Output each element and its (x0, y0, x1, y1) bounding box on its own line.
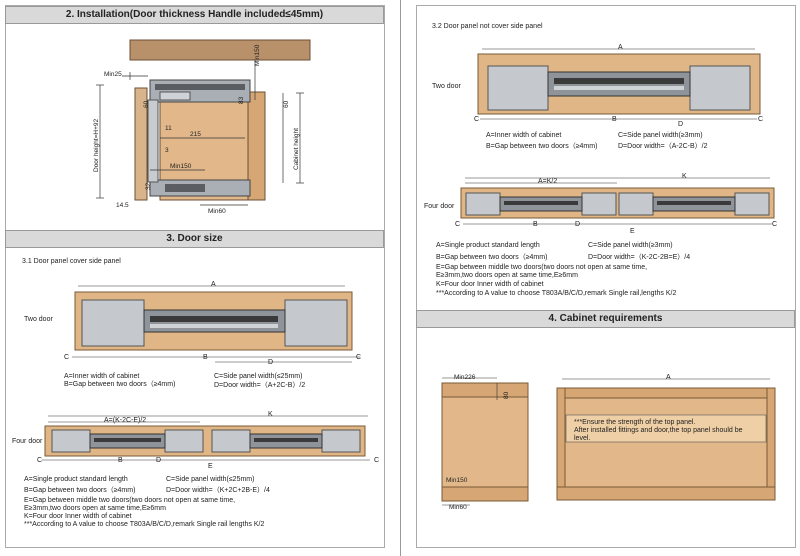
cabinet-min60: Min60 (449, 504, 467, 511)
not-cover-subtitle: 3.2 Door panel not cover side panel (432, 23, 543, 30)
two-door-notcover-d: D (678, 121, 684, 128)
four-door-cover-legend-1: C=Side panel width(≤25mm) (166, 476, 255, 483)
cabinet-min150: Min150 (446, 477, 468, 484)
four-door-cover-legend-4: E=Gap between middle two doors(two doors… (24, 497, 236, 504)
four-door-cover-dim-k: K (268, 411, 273, 418)
dim-14-5: 14.5 (116, 202, 129, 209)
two-door-notcover-legend-0: A=Inner width of cabinet (486, 132, 562, 139)
four-door-notcover-dim-a: A=K/2 (538, 178, 558, 185)
four-door-notcover-legend-7: ***According to A value to choose T803A/… (436, 290, 677, 297)
two-door-cover-legend-2: C=Side panel width(≤25mm) (214, 373, 303, 380)
cabinet-note-line1: ***Ensure the strength of the top panel. (574, 419, 696, 426)
four-door-notcover-e: E (630, 228, 635, 235)
cabinet-min226: Min226 (454, 374, 476, 381)
four-door-cover-e: E (208, 463, 213, 470)
four-door-cover-dim-a: A=(K-2C-E)/2 (104, 417, 147, 424)
two-door-notcover-c-right: C (758, 116, 764, 123)
installation-drawing (96, 39, 311, 206)
four-door-cover-b: B (118, 457, 123, 464)
four-door-notcover-legend-6: K=Four door Inner width of cabinet (436, 281, 544, 288)
cabinet-dim-a: A (666, 374, 671, 381)
four-door-cover-legend-3: D=Door width=（K+2C+2B-E）/4 (166, 487, 270, 494)
two-door-cover-legend-3: D=Door width=（A+2C-B）/2 (214, 382, 306, 389)
left-panel-frame (5, 5, 385, 548)
dim-min150-bottom: Min150 (170, 163, 192, 170)
two-door-notcover-label: Two door (432, 83, 461, 90)
four-door-cover-c-right: C (374, 457, 380, 464)
four-door-cover-legend-0: A=Single product standard length (24, 476, 128, 483)
four-door-notcover-c-left: C (455, 221, 461, 228)
four-door-notcover-label: Four door (424, 203, 455, 210)
four-door-notcover-legend-5: E≥3mm,two doors open at same time,E≥6mm (436, 272, 578, 279)
cabinet-header: 4. Cabinet requirements (416, 310, 795, 328)
two-door-cover-c-left: C (64, 354, 70, 361)
four-door-notcover-legend-0: A=Single product standard length (436, 242, 540, 249)
door-size-subtitle: 3.1 Door panel cover side panel (22, 258, 121, 265)
two-door-cover-drawing (72, 285, 360, 363)
four-door-cover-c-left: C (37, 457, 43, 464)
four-door-notcover-legend-2: B=Gap between two doors（≥4mm) (436, 254, 548, 261)
two-door-cover-legend-1: B=Gap between two doors（≥4mm) (64, 381, 176, 388)
cabinet-dim-80: 80 (503, 391, 510, 399)
four-door-cover-drawing (42, 415, 370, 461)
installation-header: 2. Installation(Door thickness Handle in… (5, 6, 384, 24)
dim-11: 11 (165, 125, 172, 132)
dim-min60: Min60 (208, 208, 226, 215)
two-door-cover-d: D (268, 359, 274, 366)
four-door-notcover-dim-k: K (682, 173, 687, 180)
two-door-cover-dim-a: A (211, 281, 216, 288)
cabinet-note-line3: level. (574, 435, 591, 442)
four-door-notcover-legend-3: D=Door width=（K-2C-2B=E）/4 (588, 254, 691, 261)
four-door-notcover-c-right: C (772, 221, 778, 228)
four-door-notcover-legend-1: C=Side panel width(≥3mm) (588, 242, 673, 249)
dim-215: 215 (190, 131, 201, 138)
two-door-notcover-c-left: C (474, 116, 480, 123)
door-size-header: 3. Door size (5, 230, 384, 248)
four-door-notcover-d: D (575, 221, 581, 228)
two-door-cover-b: B (203, 354, 208, 361)
four-door-cover-label: Four door (12, 438, 43, 445)
two-door-notcover-legend-3: D=Door width=（A-2C-B）/2 (618, 143, 708, 150)
dim-3: 3 (165, 147, 169, 154)
two-door-notcover-b: B (612, 116, 617, 123)
two-door-notcover-legend-1: C=Side panel width(≥3mm) (618, 132, 703, 139)
two-door-cover-c-right: C (356, 354, 362, 361)
two-door-cover-legend-0: A=Inner width of cabinet (64, 373, 140, 380)
two-door-cover-label: Two door (24, 316, 53, 323)
center-divider (400, 0, 401, 556)
four-door-cover-legend-6: K=Four door Inner width of cabinet (24, 513, 132, 520)
four-door-cover-legend-7: ***According to A value to choose T803A/… (24, 521, 265, 528)
four-door-notcover-legend-4: E=Gap between middle two doors(two doors… (436, 264, 648, 271)
four-door-cover-d: D (156, 457, 162, 464)
dim-min25: Min25 (104, 71, 122, 78)
four-door-cover-legend-2: B=Gap between two doors（≥4mm) (24, 487, 136, 494)
four-door-notcover-b: B (533, 221, 538, 228)
cabinet-note-line2: After installed fittings and door,the to… (574, 427, 743, 434)
two-door-notcover-dim-a: A (618, 44, 623, 51)
four-door-cover-legend-5: E≥3mm,two doors open at same time,E≥6mm (24, 505, 166, 512)
two-door-notcover-legend-2: B=Gap between two doors（≥4mm) (486, 143, 598, 150)
right-panel-frame (416, 5, 796, 548)
